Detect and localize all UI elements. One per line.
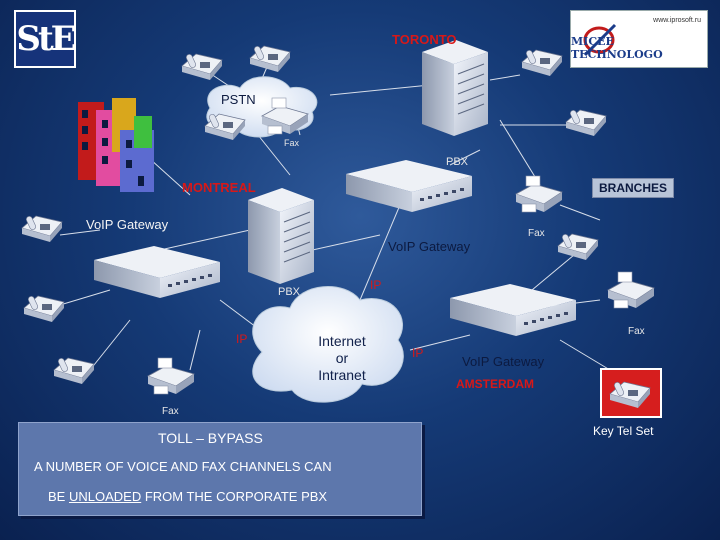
phone-icon [557,232,599,261]
fax-icon [147,357,195,395]
phone-icon [181,52,223,81]
note-line-2-suffix: FROM THE CORPORATE PBX [141,489,328,504]
branches-label: BRANCHES [592,178,675,198]
fax-top-label: Fax [284,138,300,148]
voip-gateway-right-label: VoIP Gateway [462,354,545,369]
voip-gateway-center-label: VoIP Gateway [388,239,471,254]
internet-cloud-text: Internet or Intranet [300,333,384,384]
phone-icon [23,294,65,323]
pbx-mid-label: PBX [278,286,301,298]
pbx-top-label: PBX [446,156,469,168]
toronto-label: TORONTO [392,32,457,47]
ip-top-label: IP [370,278,382,292]
phone-icon [565,108,607,137]
logo-name: MICEE TECHNOLOGO [571,35,663,61]
key-tel-set-label: Key Tel Set [593,424,654,438]
phone-icon [21,214,63,243]
toll-bypass-note [18,422,422,516]
voip-gateway-left [94,246,220,298]
logo-mark-icon [583,23,617,57]
fax-icon [607,271,655,309]
company-logo: www.iprosoft.ru MICEE TECHNOLOGO [570,10,708,68]
logo-url: www.iprosoft.ru [653,17,701,24]
ip-left-label: IP [236,332,248,346]
note-line-1: A NUMBER OF VOICE AND FAX CHANNELS CAN [34,459,332,474]
toronto-pbx [421,39,489,137]
fax-bottom-label: Fax [162,406,179,417]
voip-gateway-right [450,284,576,336]
amsterdam-label: AMSTERDAM [456,377,534,391]
voip-gateway-left-label: VoIP Gateway [86,217,169,232]
note-unloaded: UNLOADED [68,489,142,504]
intranet-label: Intranet [318,367,366,383]
fax-branch-label: Fax [528,228,545,239]
ip-right-label: IP [412,346,424,360]
ste-logo: StE [14,10,77,68]
key-tel-set [600,368,662,418]
internet-label: Internet [318,333,366,349]
montreal-building-icon [78,98,154,192]
fax-icon [515,175,563,213]
note-line-2: BE UNLOADED FROM THE CORPORATE PBX [48,489,327,504]
fax-right-label: Fax [628,326,645,337]
phone-icon [53,356,95,385]
pstn-label: PSTN [221,92,256,107]
key-tel-phone-icon [609,380,651,409]
note-title: TOLL – BYPASS [158,430,263,446]
phone-icon [249,44,291,73]
note-line-2-prefix: BE [48,489,69,504]
phone-icon [521,48,563,77]
montreal-pbx [247,187,315,285]
or-label: or [335,350,349,366]
montreal-label: MONTREAL [182,180,256,195]
internet-cloud [252,286,404,403]
